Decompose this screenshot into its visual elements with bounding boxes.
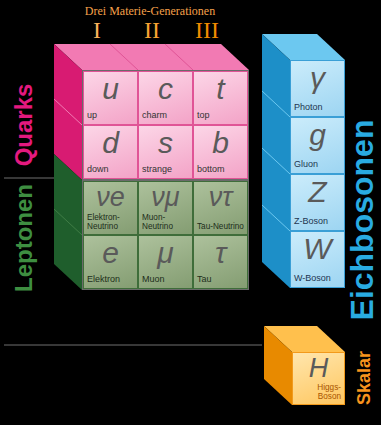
face-edge bbox=[262, 91, 290, 117]
particle-name: Higgs-Boson bbox=[296, 383, 341, 401]
higgs-left-face bbox=[264, 326, 292, 405]
particle-symbol: d bbox=[87, 127, 134, 159]
particle-name: up bbox=[87, 111, 134, 121]
particle-symbol: H bbox=[296, 354, 341, 383]
particle-symbol: νe bbox=[87, 183, 134, 212]
quark-top-face bbox=[54, 44, 249, 70]
boson-cell: gGluon bbox=[290, 117, 345, 174]
face-edge bbox=[262, 148, 290, 174]
particle-symbol: Z bbox=[294, 176, 341, 208]
quark-cell: t top bbox=[193, 71, 248, 125]
group-label: Leptonen bbox=[12, 184, 36, 292]
particle-name: Elektron-Neutrino bbox=[87, 213, 134, 231]
particle-symbol: ντ bbox=[197, 183, 244, 212]
face-edge bbox=[165, 44, 193, 70]
particle-name: charm bbox=[142, 111, 189, 121]
quark-cell: d down bbox=[83, 125, 138, 179]
face-edge bbox=[262, 205, 290, 231]
particle-symbol: u bbox=[87, 73, 134, 105]
boson-cell: W W-Boson bbox=[290, 231, 345, 288]
lepton-cell: νμMuon-Neutrino bbox=[138, 181, 193, 235]
lepton-left-face bbox=[54, 154, 82, 290]
face-edge bbox=[54, 99, 82, 125]
generation-numeral: II bbox=[144, 18, 160, 42]
boson-left-face bbox=[262, 34, 290, 288]
particle-name: Tau bbox=[197, 275, 244, 285]
face-edge bbox=[110, 44, 138, 70]
particle-symbol: c bbox=[142, 73, 189, 105]
lepton-cell: ντTau-Neutrino bbox=[193, 181, 248, 235]
lepton-cell: μMuon bbox=[138, 235, 193, 289]
particle-name: Elektron bbox=[87, 275, 134, 285]
particle-name: down bbox=[87, 165, 134, 175]
particle-symbol: νμ bbox=[142, 183, 189, 212]
generation-numeral: III bbox=[195, 18, 219, 42]
particle-name: Muon-Neutrino bbox=[142, 213, 189, 231]
particle-name: Photon bbox=[294, 103, 341, 113]
group-label: Skalar bbox=[355, 351, 373, 405]
diagram-title: Drei Materie-Generationen bbox=[85, 5, 215, 17]
quark-cell: u up bbox=[83, 71, 138, 125]
particle-name: top bbox=[197, 111, 244, 121]
particle-name: bottom bbox=[197, 165, 244, 175]
particle-name: Tau-Neutrino bbox=[197, 222, 244, 231]
particle-symbol: g bbox=[294, 119, 341, 151]
particle-name: W-Boson bbox=[294, 274, 341, 284]
particle-symbol: b bbox=[197, 127, 244, 159]
particle-symbol: W bbox=[294, 233, 341, 265]
group-label: Eichbosonen bbox=[346, 120, 378, 321]
guide-line bbox=[4, 178, 54, 179]
particle-name: Gluon bbox=[294, 160, 341, 170]
higgs-cell: HHiggs-Boson bbox=[292, 352, 345, 405]
guide-line bbox=[4, 345, 262, 346]
quark-cell: b bottom bbox=[193, 125, 248, 179]
particle-name: Muon bbox=[142, 275, 189, 285]
quark-cell: c charm bbox=[138, 71, 193, 125]
face-edge bbox=[54, 209, 82, 235]
particle-symbol: γ bbox=[294, 62, 341, 94]
group-label: Quarks bbox=[12, 84, 36, 167]
block-front bbox=[82, 70, 249, 290]
particle-symbol: e bbox=[87, 237, 134, 269]
particle-symbol: t bbox=[197, 73, 244, 105]
particle-symbol: τ bbox=[197, 237, 244, 269]
boson-cell: γPhoton bbox=[290, 60, 345, 117]
lepton-cell: eElektron bbox=[83, 235, 138, 289]
particle-symbol: μ bbox=[142, 237, 189, 269]
lepton-cell: νeElektron-Neutrino bbox=[83, 181, 138, 235]
particle-name: strange bbox=[142, 165, 189, 175]
boson-cell: Z Z-Boson bbox=[290, 174, 345, 231]
generation-numeral: I bbox=[93, 18, 101, 42]
quark-cell: s strange bbox=[138, 125, 193, 179]
particle-name: Z-Boson bbox=[294, 217, 341, 227]
particle-symbol: s bbox=[142, 127, 189, 159]
lepton-cell: τTau bbox=[193, 235, 248, 289]
